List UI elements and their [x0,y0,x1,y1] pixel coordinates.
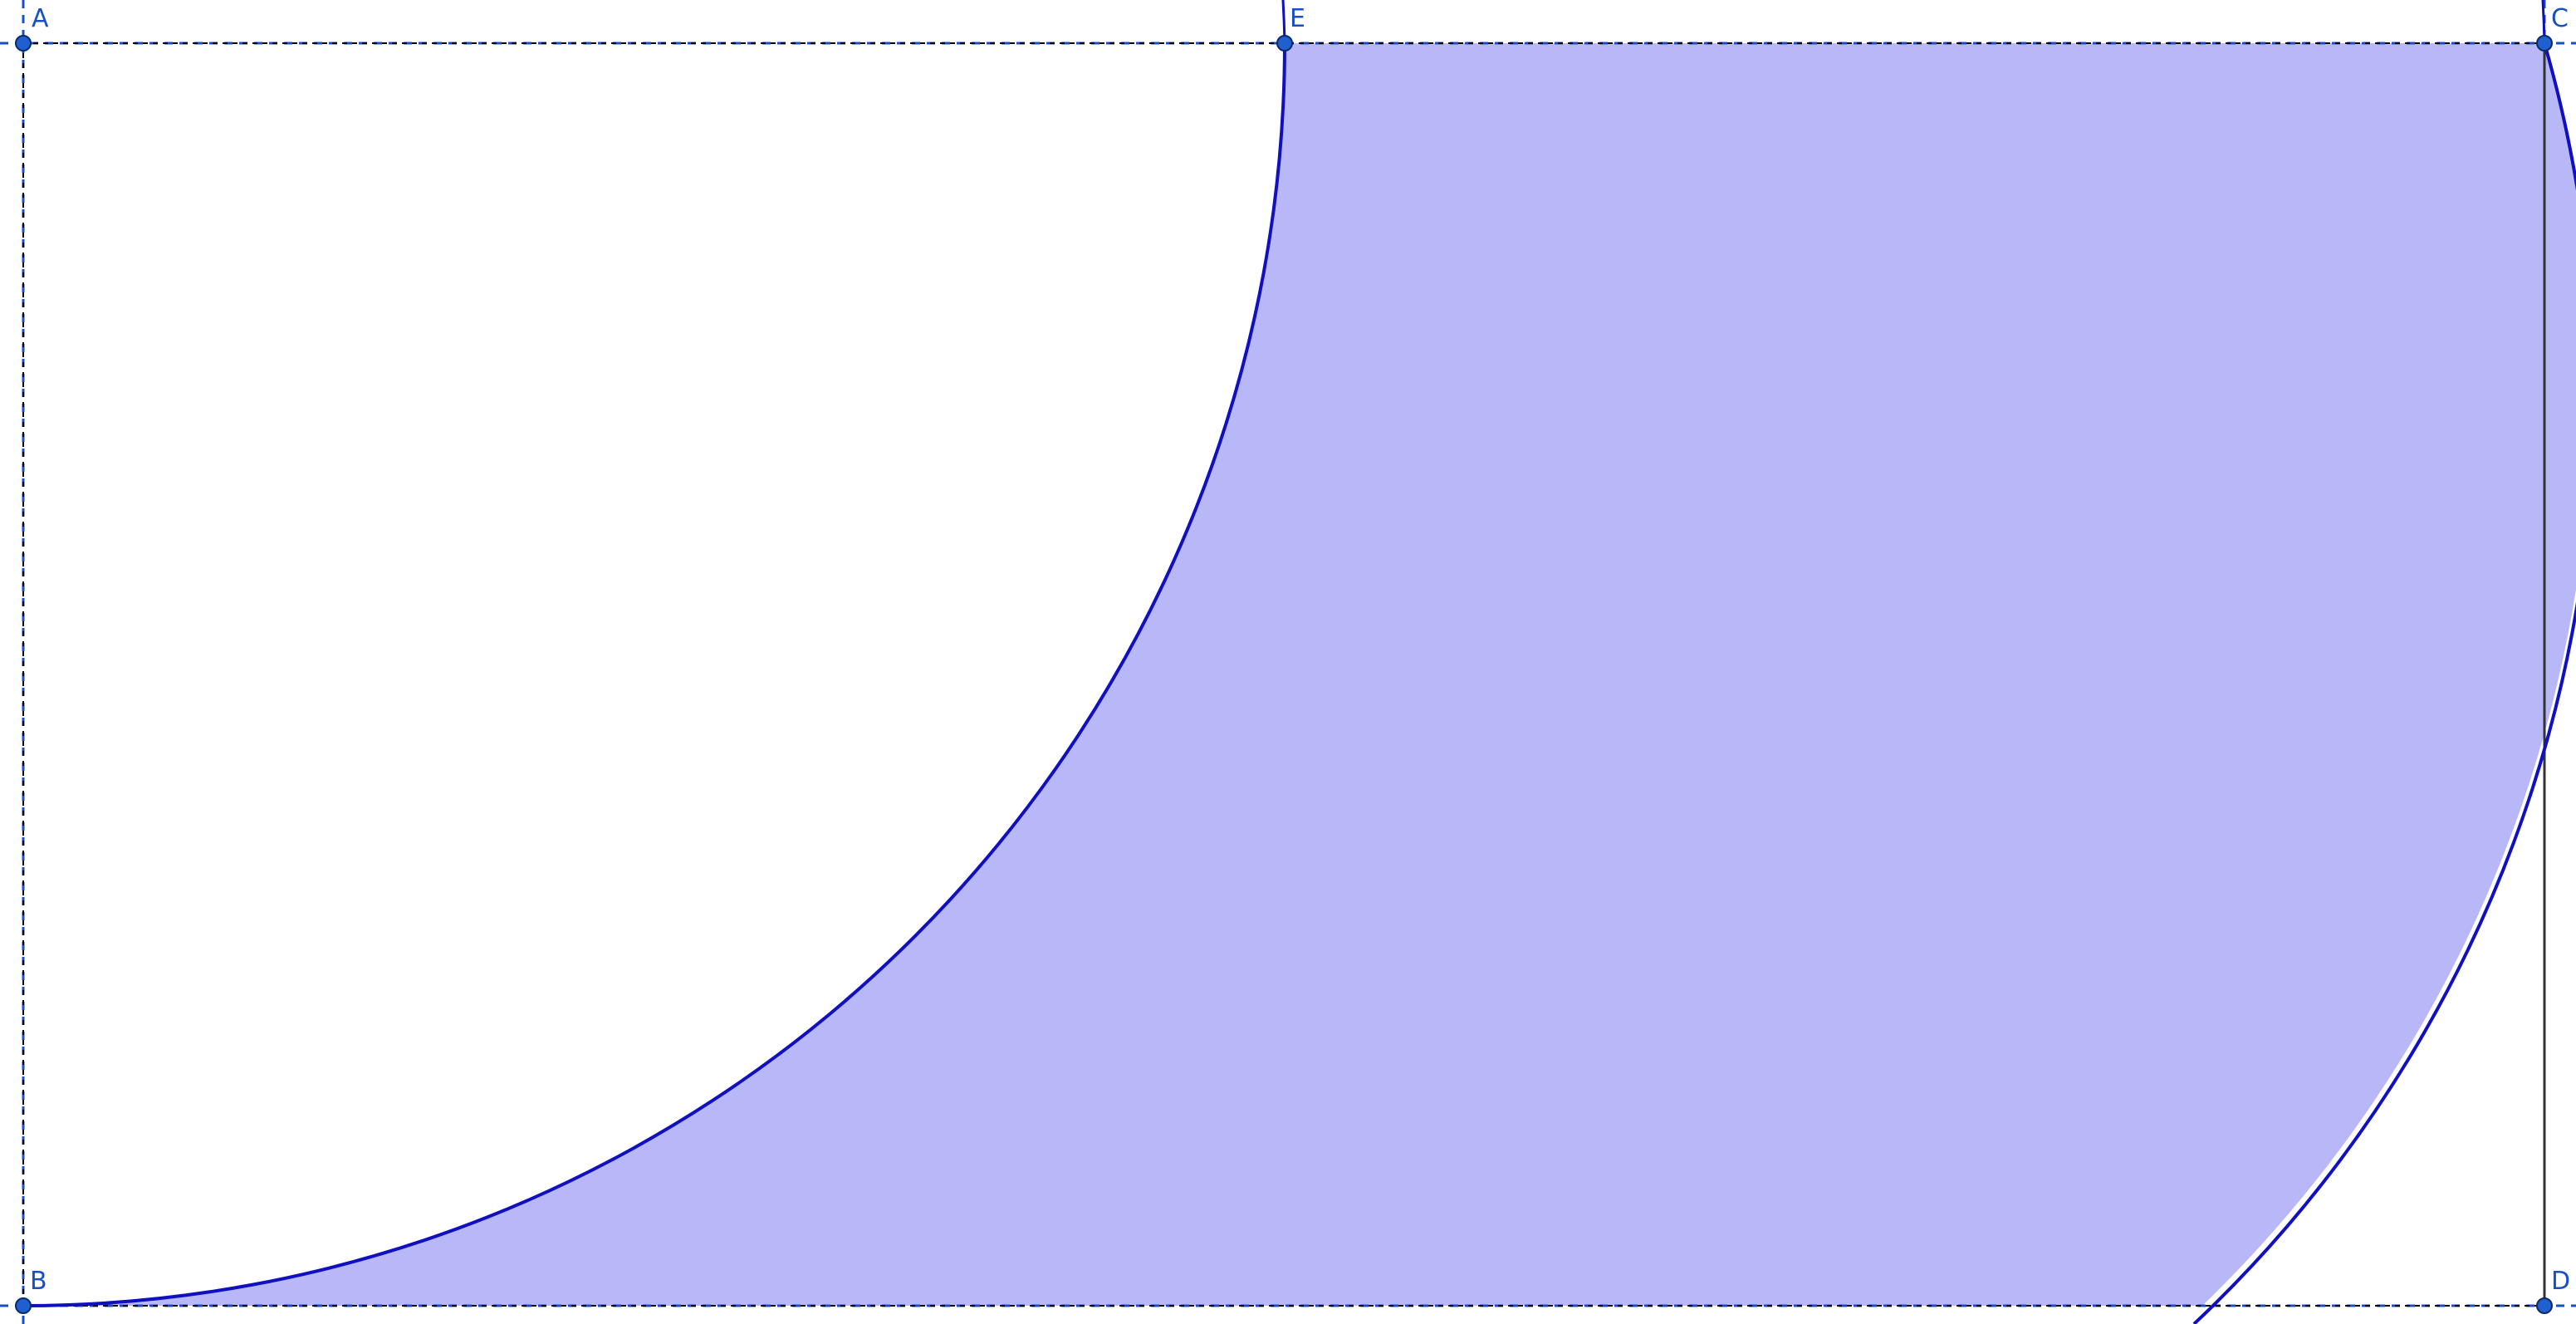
label-A: A [32,4,49,33]
shaded-region [23,43,2576,1306]
arc-C-right [2192,42,2576,1324]
label-B: B [30,1267,47,1296]
point-A[interactable] [15,35,32,51]
point-C[interactable] [2536,35,2553,51]
point-B[interactable] [15,1297,32,1314]
label-D: D [2551,1267,2570,1296]
label-E: E [1290,4,1305,33]
label-C: C [2551,4,2569,33]
point-E[interactable] [1276,35,1293,51]
arc-BE [22,42,1286,1307]
point-D[interactable] [2536,1297,2553,1314]
